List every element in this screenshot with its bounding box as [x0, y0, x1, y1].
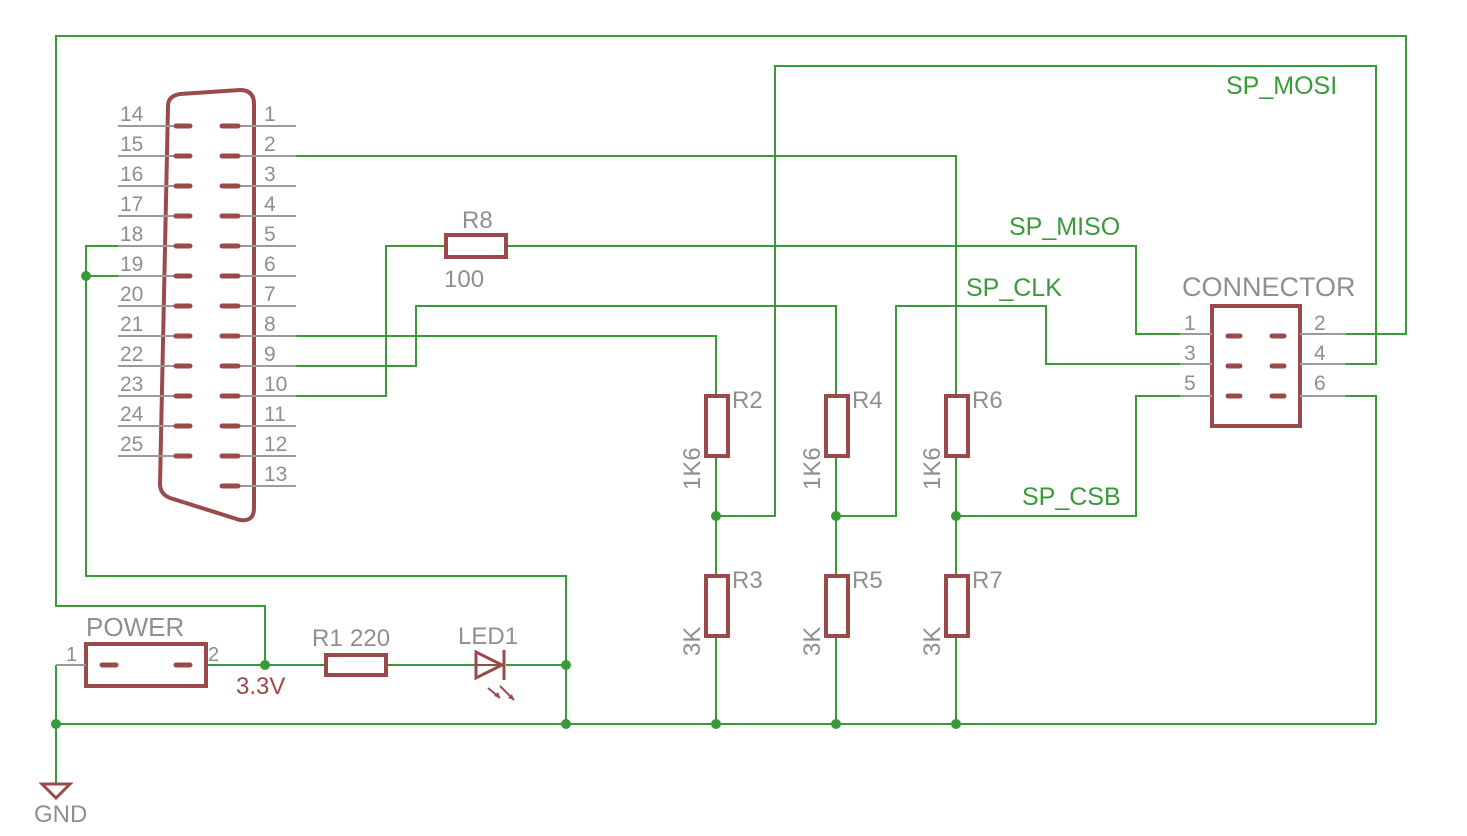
led-emission-arrows — [487, 685, 515, 701]
net-label-sp-miso: SP_MISO — [1009, 213, 1120, 241]
net-label-sp-mosi: SP_MOSI — [1226, 72, 1337, 100]
pin-label: 1 — [264, 103, 276, 126]
r5-body — [824, 574, 850, 638]
pin-label: 25 — [120, 433, 143, 456]
wire-pin10-r8 — [258, 245, 444, 397]
pin-label: 11 — [264, 403, 286, 426]
db25-left-pins — [118, 123, 193, 459]
pin-label: 22 — [120, 343, 143, 366]
six-pin-connector: CONNECTOR 1 3 5 2 4 6 — [1180, 272, 1356, 428]
pin-label: 3 — [264, 163, 276, 186]
pin-label: 8 — [264, 313, 276, 336]
pin-label: 7 — [264, 283, 276, 306]
power-connector: POWER 1 2 3.3V — [56, 612, 285, 700]
pin-label: 12 — [264, 433, 287, 456]
r3-body — [704, 574, 730, 638]
r3-value: 3K — [679, 627, 706, 656]
wire-pin8-r2 — [258, 335, 717, 396]
r2-body — [704, 394, 730, 458]
pin-label: 4 — [264, 193, 276, 216]
wire-sp-clk — [836, 305, 1212, 517]
divider-1: R2 R3 1K6 3K — [679, 387, 763, 656]
led-1: LED1 — [458, 623, 518, 701]
r2-name: R2 — [732, 387, 763, 414]
net-label-sp-csb: SP_CSB — [1022, 483, 1121, 511]
wire-con6-gnd — [1300, 395, 1377, 724]
pin-label: 10 — [264, 373, 287, 396]
pin-label: 9 — [264, 343, 276, 366]
gnd-icon — [38, 782, 74, 801]
junctions — [51, 271, 961, 729]
r2-value: 1K6 — [679, 447, 706, 490]
r1-name: R1 — [312, 625, 343, 652]
r1-value: 220 — [350, 625, 390, 652]
connector-pin-label: 4 — [1314, 342, 1326, 365]
divider-2: R4 R5 1K6 3K — [799, 387, 883, 656]
pin-label: 15 — [120, 133, 143, 156]
wire-pin2-r6 — [258, 155, 957, 396]
db25-connector: 14 15 16 17 18 19 20 21 22 23 24 25 1 2 … — [118, 87, 296, 523]
net-label-sp-clk: SP_CLK — [966, 274, 1062, 302]
r4-value: 1K6 — [799, 447, 826, 490]
pin-label: 17 — [120, 193, 143, 216]
r6-value: 1K6 — [919, 447, 946, 490]
pin-label: 5 — [264, 223, 276, 246]
wires — [55, 35, 1407, 784]
r3-name: R3 — [732, 567, 763, 594]
power-pin1-label: 1 — [66, 644, 77, 666]
pin-label: 2 — [264, 133, 276, 156]
power-voltage-label: 3.3V — [236, 673, 285, 700]
pin-label: 23 — [120, 373, 143, 396]
net-labels: SP_MOSI SP_MISO SP_CLK SP_CSB — [966, 72, 1337, 511]
pin-label: 24 — [120, 403, 144, 426]
wire-sp-mosi — [716, 65, 1377, 517]
connector-body — [1210, 304, 1302, 428]
r5-name: R5 — [852, 567, 883, 594]
r7-value: 3K — [919, 627, 946, 656]
db25-right-pins — [219, 123, 296, 489]
resistor-r1: R1 220 — [312, 625, 390, 677]
power-pin2-label: 2 — [208, 644, 219, 666]
pin-label: 6 — [264, 253, 276, 276]
r6-name: R6 — [972, 387, 1003, 414]
r5-value: 3K — [799, 627, 826, 656]
r7-name: R7 — [972, 567, 1003, 594]
wire-outer-loop — [55, 35, 1407, 665]
pin-label: 14 — [120, 103, 144, 126]
r4-name: R4 — [852, 387, 883, 414]
r8-value: 100 — [444, 266, 484, 293]
r8-name: R8 — [462, 207, 493, 234]
led-name: LED1 — [458, 623, 518, 650]
wire-sp-csb — [956, 395, 1212, 517]
connector-pin-label: 1 — [1184, 312, 1196, 335]
r8-body — [444, 233, 508, 259]
connector-pin-label: 2 — [1314, 312, 1326, 335]
wire-pin9-r4 — [258, 305, 837, 396]
power-name: POWER — [86, 612, 184, 642]
connector-pin-label: 5 — [1184, 372, 1196, 395]
connector-pin-label: 3 — [1184, 342, 1196, 365]
db25-left-pin-labels: 14 15 16 17 18 19 20 21 22 23 24 25 — [120, 103, 144, 456]
gnd-label: GND — [34, 801, 87, 828]
pin-label: 21 — [120, 313, 143, 336]
connector-name: CONNECTOR — [1182, 272, 1356, 302]
ground-symbol: GND — [34, 782, 87, 828]
divider-3: R6 R7 1K6 3K — [919, 387, 1003, 656]
wire-pins18-19-gnd — [85, 245, 567, 724]
pin-label: 19 — [120, 253, 143, 276]
wire-sp-miso — [508, 245, 1212, 335]
r1-body — [324, 653, 388, 677]
pin-label: 18 — [120, 223, 143, 246]
db25-right-pin-labels: 1 2 3 4 5 6 7 8 9 10 11 12 13 — [264, 103, 287, 486]
resistor-r8: R8 100 — [444, 207, 508, 293]
pin-label: 20 — [120, 283, 143, 306]
r7-body — [944, 574, 970, 638]
connector-pin-label: 6 — [1314, 372, 1326, 395]
pin-label: 13 — [264, 463, 287, 486]
r6-body — [944, 394, 970, 458]
r4-body — [824, 394, 850, 458]
pin-label: 16 — [120, 163, 143, 186]
db25-shell — [157, 87, 256, 523]
